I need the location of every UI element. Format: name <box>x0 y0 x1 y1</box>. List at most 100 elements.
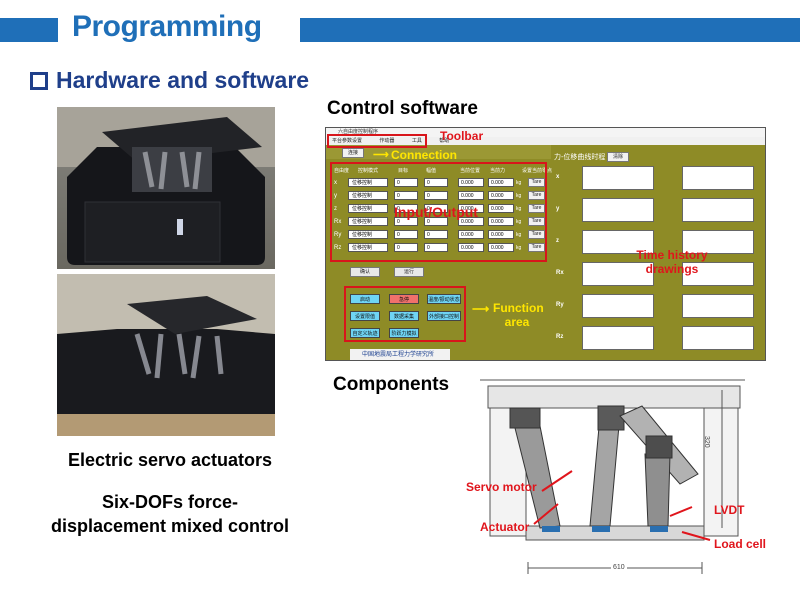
annotation-time-history: Time history drawings <box>632 248 712 276</box>
function-button-start[interactable]: 启动 <box>350 294 380 304</box>
tare-button[interactable]: Tare <box>528 204 545 213</box>
input-output-highlight <box>330 162 547 262</box>
function-area-highlight <box>344 286 466 342</box>
target-input[interactable]: 0 <box>394 178 418 187</box>
function-button-status[interactable]: 温度/振动状态 <box>427 294 461 304</box>
tare-button[interactable]: Tare <box>528 243 545 252</box>
displacement-plot <box>582 326 654 350</box>
unit-label: kg <box>516 180 522 186</box>
plot-axis-label: y <box>556 206 560 212</box>
function-button-external[interactable]: 外部接口控制 <box>427 311 461 321</box>
control-software-heading: Control software <box>327 98 478 119</box>
amplitude-input[interactable]: 0 <box>424 178 448 187</box>
amplitude-input[interactable]: 0 <box>424 217 448 226</box>
displacement-plot <box>582 230 654 254</box>
time-history-line-1: Time history <box>636 248 708 262</box>
annotation-function-area: Function area <box>493 301 544 329</box>
header-accent-right <box>300 18 800 42</box>
dimension-width: 610 <box>611 564 627 571</box>
control-mode-select[interactable]: 位移控制 <box>348 191 388 200</box>
window-titlebar: 六自由度控制程序 <box>326 128 765 137</box>
force-plot <box>682 326 754 350</box>
force-readout: 0.000 <box>488 230 514 239</box>
menu-item[interactable]: 作动器 <box>379 138 395 144</box>
target-input[interactable]: 0 <box>394 217 418 226</box>
connect-button[interactable]: 连接 <box>342 148 364 158</box>
arrow-right-icon: ⟶ <box>373 149 389 161</box>
position-readout: 0.000 <box>458 217 484 226</box>
connection-row <box>326 145 551 159</box>
function-button-custom[interactable]: 自定义轨迹 <box>350 328 380 338</box>
control-mode-select[interactable]: 位移控制 <box>348 230 388 239</box>
position-readout: 0.000 <box>458 230 484 239</box>
confirm-button[interactable]: 确认 <box>350 267 380 277</box>
function-button-step[interactable]: 阶跃力模拟 <box>389 328 419 338</box>
control-mode-select[interactable]: 位移控制 <box>348 178 388 187</box>
menu-item[interactable]: 工具 <box>411 138 422 144</box>
function-button-limits[interactable]: 设置限值 <box>350 311 380 321</box>
dof-label: z <box>334 206 337 212</box>
plot-axis-label: Ry <box>556 302 564 308</box>
tare-button[interactable]: Tare <box>528 217 545 226</box>
target-input[interactable]: 0 <box>394 230 418 239</box>
force-readout: 0.000 <box>488 204 514 213</box>
control-mode-select[interactable]: 位移控制 <box>348 217 388 226</box>
function-button-acquire[interactable]: 数据采集 <box>389 311 419 321</box>
annotation-input-output: Input/Output <box>394 204 478 220</box>
photo-servo-platform-open <box>57 274 275 436</box>
col-header: 控制模式 <box>358 168 379 174</box>
displacement-plot <box>582 166 654 190</box>
displacement-plot <box>582 198 654 222</box>
label-servo-motor: Servo motor <box>466 480 537 494</box>
force-readout: 0.000 <box>488 178 514 187</box>
run-button[interactable]: 运行 <box>394 267 424 277</box>
menu-item[interactable]: 平台参数设置 <box>332 138 363 144</box>
institute-logo: 中国地震局工程力学研究所 <box>350 349 450 360</box>
annotation-connection: Connection <box>391 148 457 162</box>
function-label-line-2: area <box>504 315 530 329</box>
menu-item[interactable]: 帮助 <box>439 138 450 144</box>
amplitude-input[interactable]: 0 <box>424 191 448 200</box>
photo-servo-platform-closed <box>57 107 275 269</box>
unit-label: kg <box>516 206 522 212</box>
target-input[interactable]: 0 <box>394 243 418 252</box>
label-lvdt: LVDT <box>714 503 745 517</box>
header-accent-left <box>0 18 58 42</box>
position-readout: 0.000 <box>458 243 484 252</box>
function-label-line-1: Function <box>493 301 544 315</box>
unit-label: kg <box>516 232 522 238</box>
dof-label: y <box>334 193 337 199</box>
annotation-toolbar: Toolbar <box>440 129 484 143</box>
position-readout: 0.000 <box>458 204 484 213</box>
plot-area-title: 力-位移曲线时程 <box>554 154 606 161</box>
dof-label: Rx <box>334 219 342 225</box>
dimension-height: 320 <box>703 436 710 448</box>
amplitude-input[interactable]: 0 <box>424 230 448 239</box>
amplitude-input[interactable]: 0 <box>424 243 448 252</box>
caption-line-2: displacement mixed control <box>50 516 290 536</box>
force-plot <box>682 198 754 222</box>
amplitude-input[interactable]: 0 <box>424 204 448 213</box>
force-readout: 0.000 <box>488 191 514 200</box>
col-header: 目标 <box>398 168 409 174</box>
tare-button[interactable]: Tare <box>528 230 545 239</box>
unit-label: kg <box>516 245 522 251</box>
target-input[interactable]: 0 <box>394 204 418 213</box>
force-plot <box>682 230 754 254</box>
slide-title: Programming <box>72 10 262 43</box>
clear-plots-button[interactable]: 清除 <box>607 152 629 162</box>
position-readout: 0.000 <box>458 191 484 200</box>
tare-button[interactable]: Tare <box>528 191 545 200</box>
tare-button[interactable]: Tare <box>528 178 545 187</box>
caption-actuators: Electric servo actuators <box>67 450 273 470</box>
software-screenshot: 六自由度控制程序 平台参数设置 作动器 工具 帮助 连接 力-位移曲线时程 清除… <box>325 127 766 361</box>
unit-label: kg <box>516 219 522 225</box>
control-mode-select[interactable]: 位移控制 <box>348 243 388 252</box>
function-button-stop[interactable]: 急停 <box>389 294 419 304</box>
dof-label: Ry <box>334 232 342 238</box>
force-plot <box>682 166 754 190</box>
col-header: 当前位置 <box>460 168 481 174</box>
target-input[interactable]: 0 <box>394 191 418 200</box>
section-heading: Hardware and software <box>56 67 310 93</box>
control-mode-select[interactable]: 位移控制 <box>348 204 388 213</box>
